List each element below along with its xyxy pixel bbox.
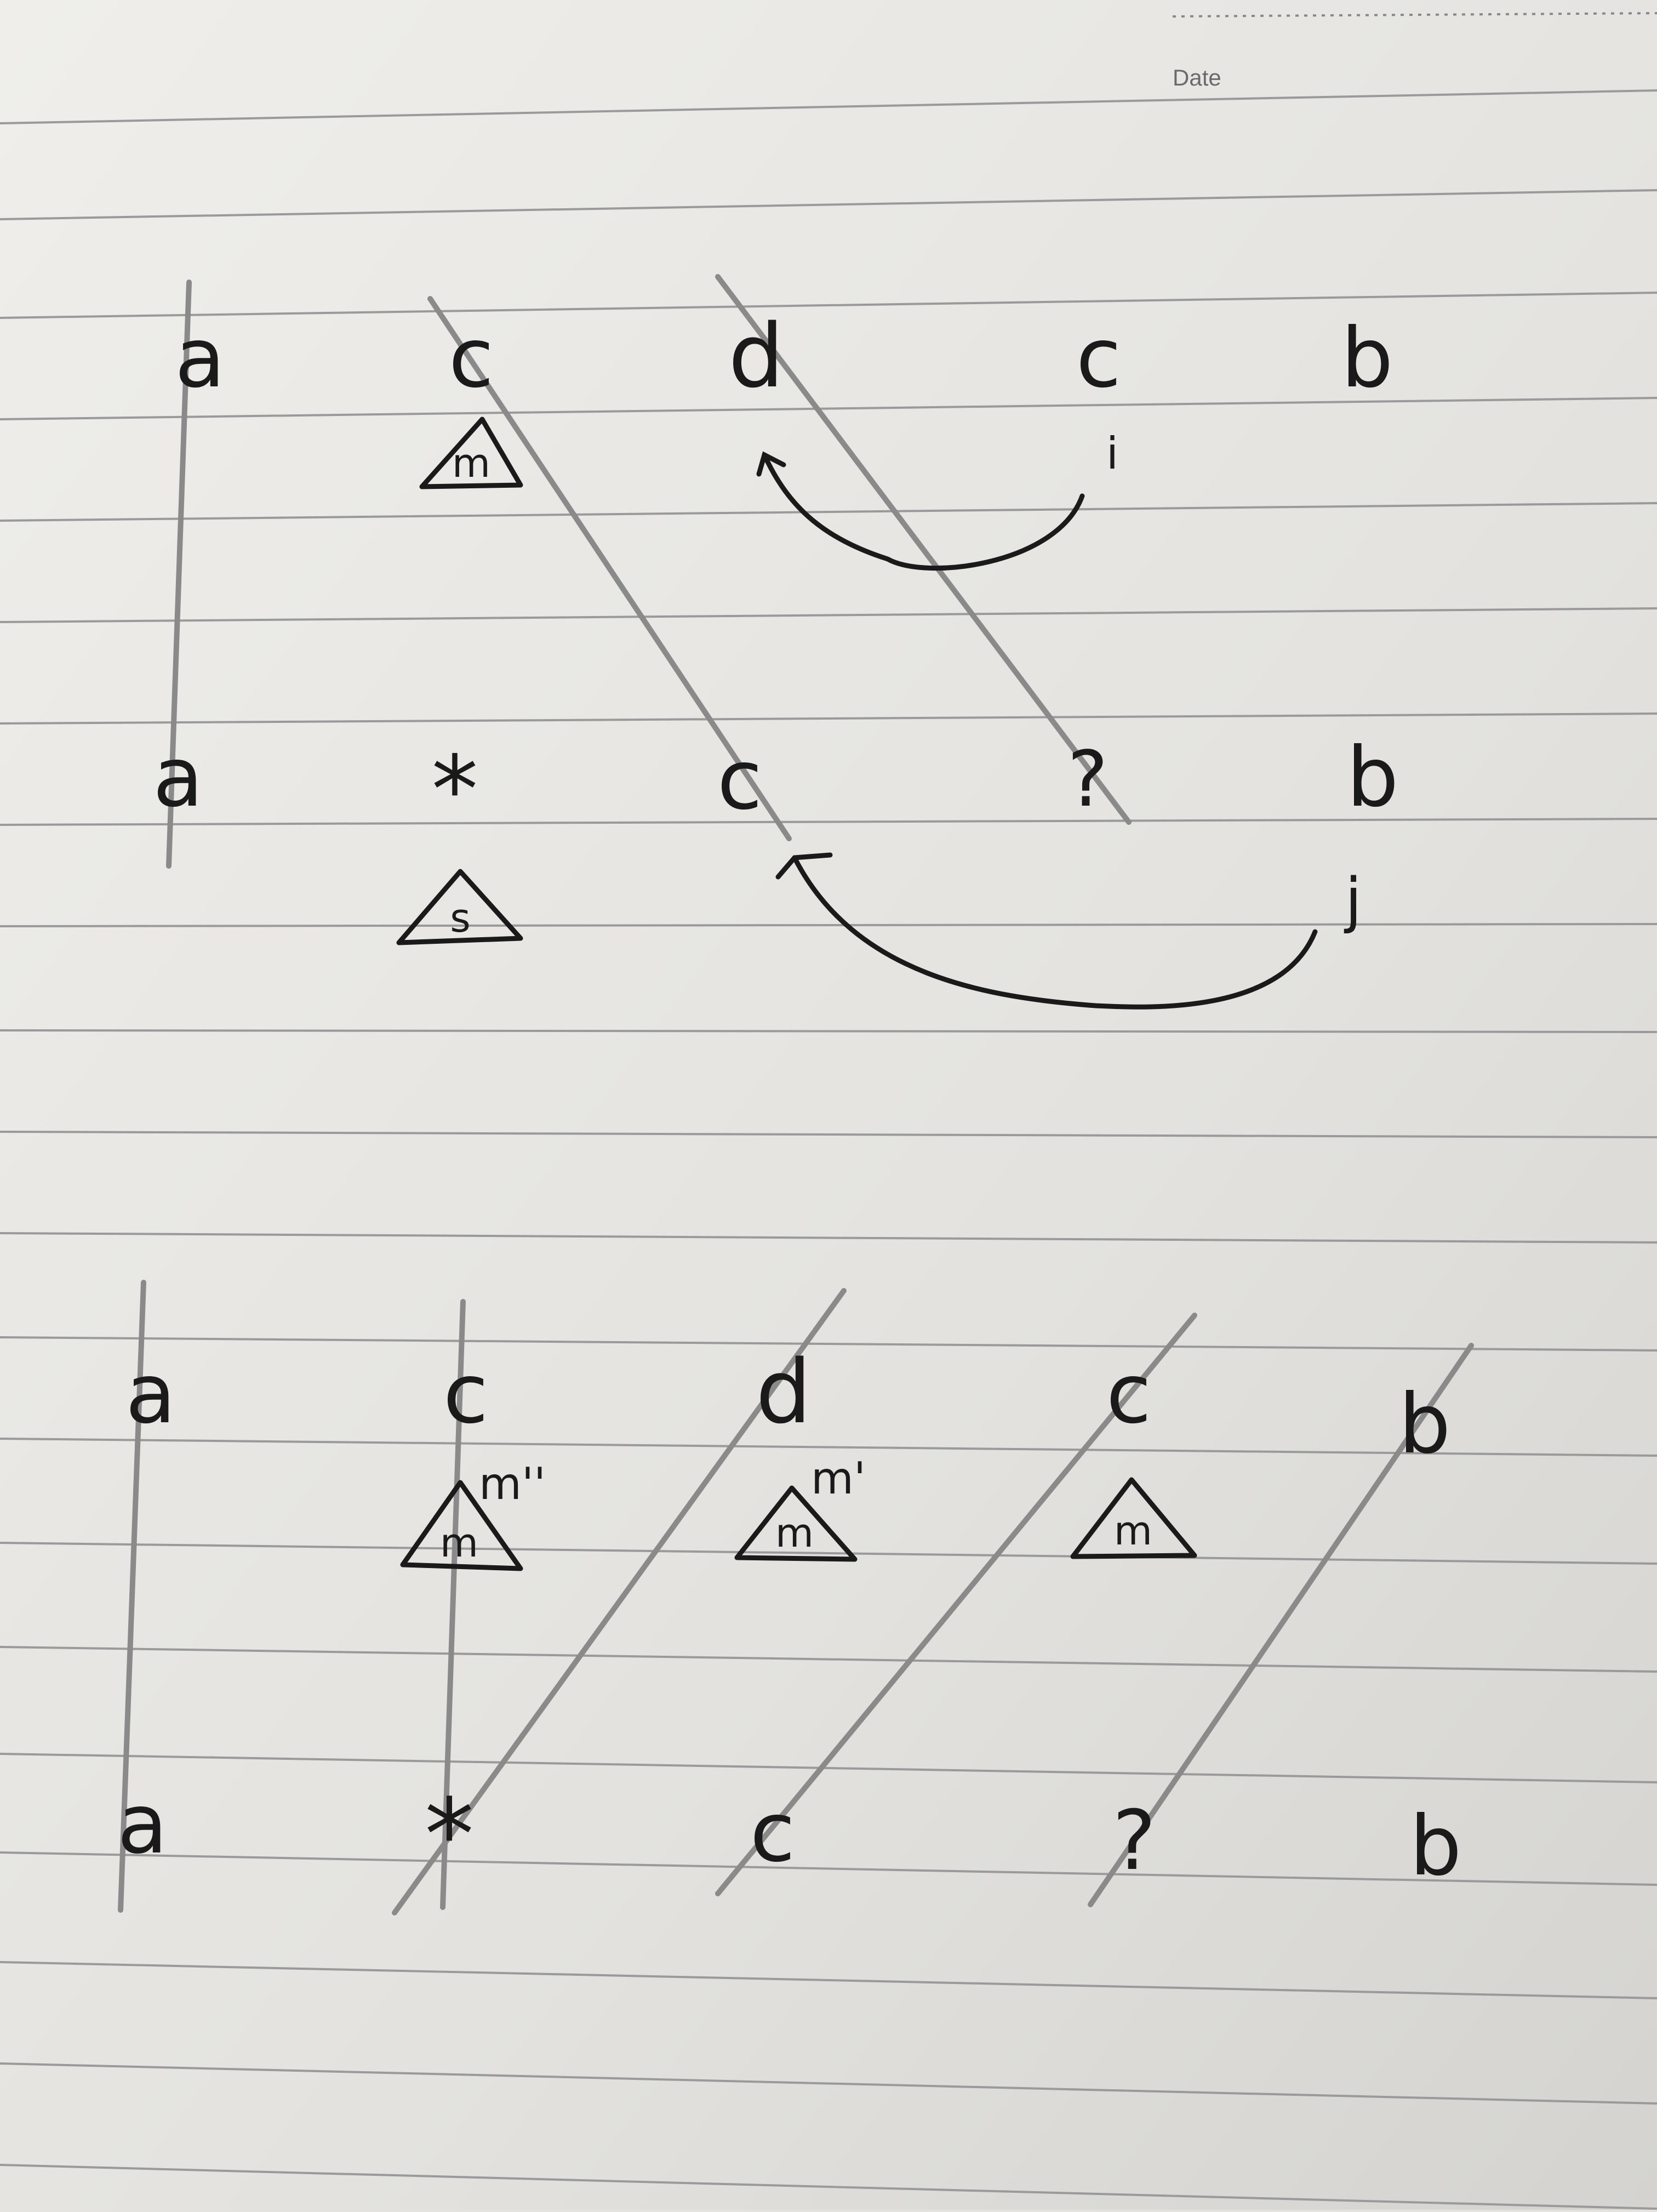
ruled-line (0, 818, 1657, 826)
top-diagram: a c d c b m i a * c ? b s j (153, 274, 1399, 1010)
ruled-line (0, 1232, 1657, 1244)
ruled-line (0, 923, 1657, 927)
ruled-line (0, 1336, 1657, 1352)
ruled-line (0, 189, 1657, 220)
dotted-rule (1172, 12, 1657, 18)
bottom-row1-c2: c (1106, 1347, 1151, 1442)
top-row2-c: c (717, 733, 762, 828)
index-i-label: i (1106, 428, 1118, 479)
ruled-line (0, 89, 1657, 124)
ruled-line (0, 712, 1657, 725)
triangle-m-double-prime-inner: m (440, 1520, 478, 1566)
triangle-m-label: m (1114, 1508, 1152, 1554)
date-label: Date (1173, 65, 1221, 90)
top-row1-c: c (449, 311, 494, 406)
ruled-line (0, 1753, 1657, 1783)
triangle-m-icon: m (419, 417, 523, 489)
top-row1-b: b (1341, 311, 1393, 406)
diagonal-link-c (427, 296, 792, 841)
bottom-row2-a: a (117, 1777, 168, 1872)
top-row1-c2: c (1076, 311, 1121, 406)
triangle-m-label: m (452, 440, 490, 486)
top-row1-d: d (728, 305, 784, 407)
vertical-link-c (440, 1299, 466, 1910)
ruled-line (0, 1438, 1657, 1457)
top-row2-a: a (153, 730, 203, 825)
bottom-row1-a: a (125, 1347, 176, 1442)
vertical-link-a (166, 280, 192, 869)
ruled-line (0, 397, 1657, 420)
arrow-j-to-c (775, 852, 1318, 1010)
ruled-line (0, 1646, 1657, 1673)
triangle-m-prime-icon: m m' (734, 1453, 866, 1562)
ruled-lines (0, 89, 1657, 2210)
ruled-line (0, 1851, 1657, 1886)
triangle-s-icon: s (396, 869, 523, 945)
ruled-line (0, 1131, 1657, 1138)
triangle-m-double-prime-label: m'' (479, 1458, 546, 1509)
triangle-s-label: s (450, 895, 471, 941)
triangle-m-double-prime-icon: m m'' (400, 1458, 546, 1571)
triangle-m-prime-inner: m (775, 1510, 814, 1556)
diagonal-link-d (715, 274, 1132, 825)
ruled-line (0, 292, 1657, 319)
index-j-label: j (1344, 865, 1362, 935)
diagonal-link-d (392, 1288, 847, 1915)
bottom-row1-d: d (756, 1341, 812, 1443)
triangle-m-icon: m (1070, 1477, 1197, 1559)
arrow-i-to-d (756, 451, 1085, 571)
ruled-line (0, 607, 1657, 623)
vertical-link-a (118, 1280, 146, 1913)
top-row2-b: b (1346, 730, 1398, 825)
ruled-line (0, 1542, 1657, 1565)
bottom-row2-c: c (750, 1785, 795, 1880)
bottom-row1-c: c (443, 1347, 488, 1442)
top-pencil-lines (166, 274, 1132, 869)
top-row2-question: ? (1067, 735, 1108, 824)
top-row1-a: a (175, 311, 225, 406)
top-row2-asterisk: * (432, 736, 478, 845)
ruled-line (0, 2164, 1657, 2210)
ruled-line (0, 1961, 1657, 1999)
bottom-row2-asterisk: * (425, 1778, 474, 1892)
bottom-row1-b: b (1398, 1377, 1450, 1472)
ruled-line (0, 1029, 1657, 1033)
triangle-m-prime-label: m' (811, 1453, 866, 1504)
diagonal-link-c2 (715, 1313, 1197, 1896)
bottom-row2-b: b (1409, 1799, 1461, 1894)
bottom-pencil-lines (118, 1280, 1474, 1915)
bottom-row2-question: ? (1112, 1793, 1156, 1889)
ruled-line (0, 502, 1657, 522)
diagonal-link-b (1088, 1343, 1474, 1907)
bottom-diagram: a c d c b m m'' m m' m a * c ? b (117, 1280, 1474, 1915)
ruled-line (0, 2062, 1657, 2105)
